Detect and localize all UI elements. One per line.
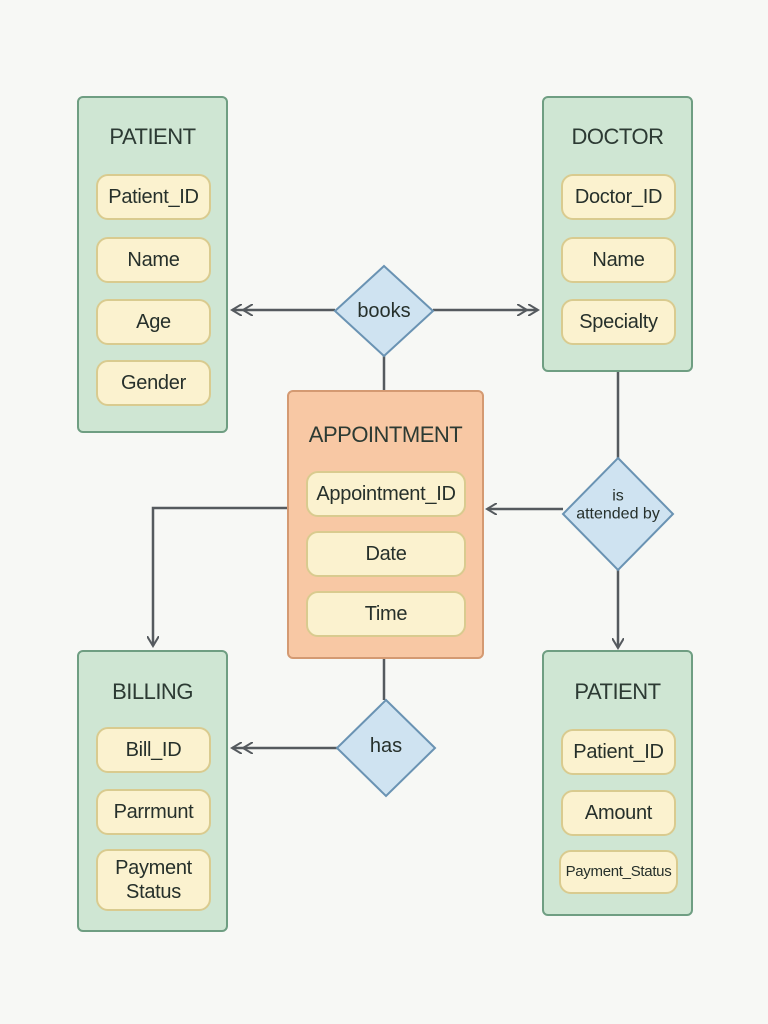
attribute-gender: Gender (96, 360, 211, 406)
entity-title: PATIENT (574, 679, 661, 704)
entity-billing: BILLING Bill_ID Parrmunt Payment Status (77, 650, 228, 932)
attribute-name: Name (561, 237, 676, 283)
entity-appointment: APPOINTMENT Appointment_ID Date Time (287, 390, 484, 659)
entity-title: PATIENT (109, 124, 196, 149)
entity-title: APPOINTMENT (308, 422, 463, 447)
attribute-specialty: Specialty (561, 299, 676, 345)
relationship-attended-label-line1: is (612, 487, 624, 505)
relationship-attended-label-line2: attended by (576, 505, 660, 522)
entity-title: BILLING (112, 679, 193, 704)
attribute-bill-id: Bill_ID (96, 727, 211, 773)
entity-patient-bottom: PATIENT Patient_ID Amount Payment_Status (542, 650, 693, 916)
relationship-books-diamond (333, 264, 435, 358)
attribute-payment-status: Payment_Status (559, 850, 678, 894)
attribute-parrmunt: Parrmunt (96, 789, 211, 835)
relationship-attended-label: is attended by (576, 487, 660, 522)
relationship-attended-diamond (561, 456, 675, 572)
entity-title: DOCTOR (571, 124, 664, 149)
relationship-has-diamond (335, 698, 437, 798)
attribute-date: Date (306, 531, 466, 577)
attribute-age: Age (96, 299, 211, 345)
attribute-amount: Amount (561, 790, 676, 836)
link-appointment-billing (153, 506, 287, 646)
attribute-appointment-id: Appointment_ID (306, 471, 466, 517)
attribute-patient-id: Patient_ID (96, 174, 211, 220)
entity-patient-top: PATIENT Patient_ID Name Age Gender (77, 96, 228, 433)
attribute-patient-id: Patient_ID (561, 729, 676, 775)
entity-doctor: DOCTOR Doctor_ID Name Specialty (542, 96, 693, 372)
relationship-has-label: has (369, 735, 403, 757)
attribute-name: Name (96, 237, 211, 283)
attribute-payment-status: Payment Status (96, 849, 211, 911)
relationship-books-label: books (357, 300, 411, 322)
attribute-doctor-id: Doctor_ID (561, 174, 676, 220)
attribute-time: Time (306, 591, 466, 637)
